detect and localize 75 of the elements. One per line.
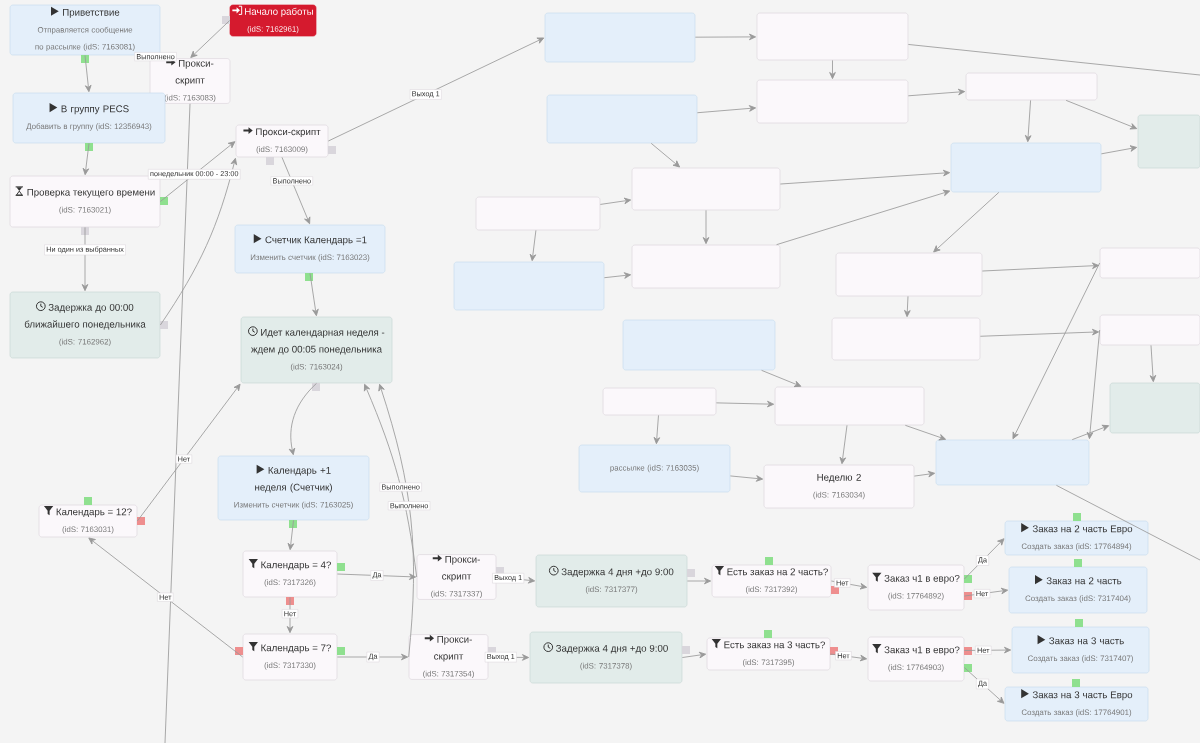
arrow [603,272,632,279]
arrow [327,37,545,142]
arrow [715,400,775,408]
blurred-box [756,79,909,124]
arrow [979,328,1100,337]
blurred-box [631,244,781,289]
blurred-box [935,439,1090,486]
arrow [779,169,951,185]
arrow [288,382,317,456]
arrow [981,262,1100,272]
arrow [904,424,947,441]
arrow [686,577,712,585]
arrow [650,142,681,168]
blurred-box [756,12,909,61]
arrow [829,653,868,662]
arrow [281,156,311,225]
arrow [963,587,1009,597]
arrow [378,383,414,658]
arrow [913,470,936,478]
arrow [1065,99,1138,130]
arrow [1012,262,1101,440]
arrow [82,142,90,176]
arrow [1071,424,1110,441]
arrow [336,653,409,661]
arrow [963,538,1005,580]
arrow [963,646,1012,654]
blurred-box [965,72,1098,101]
arrow [1086,329,1101,440]
arrow [681,651,707,659]
arrow [904,295,911,318]
blurred-box [774,386,925,426]
blurred-box [835,252,983,297]
blurred-box [1137,114,1200,169]
arrow [702,209,710,245]
arrow [309,272,319,317]
arrow [830,580,868,590]
blurred-box [453,261,605,311]
arrow [839,424,848,465]
arrow [529,229,537,262]
blurred-box [546,94,698,144]
arrow [1024,99,1032,143]
blurred-box [631,167,781,211]
arrow [694,33,757,41]
arrow [729,475,764,482]
blurred-box [544,12,696,63]
blurred-box [475,196,601,231]
arrow [286,596,294,634]
blurred-box [1099,314,1200,346]
arrow [81,226,89,292]
arrow [159,141,236,202]
arrow [1149,344,1157,383]
arrow [1100,145,1138,155]
arrow [776,189,951,246]
blurred-box [831,317,981,361]
arrow [653,414,661,445]
arrow [933,191,1000,253]
arrow [599,197,632,205]
blurred-box [1109,382,1200,434]
arrow [190,20,231,58]
arrow [84,54,92,93]
blurred-box [1099,247,1200,279]
arrow [336,573,417,580]
blurred-box [950,142,1102,193]
arrow [136,383,241,522]
arrow [761,369,802,388]
blurred-box [622,319,776,371]
arrow [88,537,244,658]
arrow [907,88,966,97]
arrow [696,105,757,114]
arrow [287,519,295,551]
blurred-box [602,387,717,416]
arrow [159,157,238,326]
arrow [363,383,418,578]
arrow [829,59,836,80]
arrow [963,667,1005,704]
